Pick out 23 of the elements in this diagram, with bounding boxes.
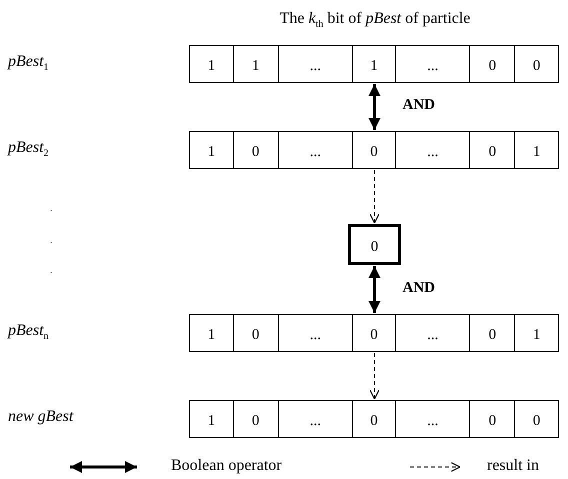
row-label: pBest$_{2}$ bbox=[8, 139, 49, 160]
bit-cell: ... bbox=[278, 132, 354, 168]
bit-string-row bbox=[189, 131, 559, 169]
ellipsis-dot: . bbox=[50, 203, 52, 214]
bit-cell: ... bbox=[278, 46, 354, 82]
bit-string-row bbox=[189, 45, 559, 83]
bit-cell: ... bbox=[278, 315, 354, 351]
double-arrow bbox=[368, 266, 380, 313]
row-label: pBest$_{n}$ bbox=[8, 322, 49, 342]
diagram-title: The k$_{th}$ bit of pBest of particle bbox=[278, 10, 472, 30]
result-bit-box: 0 bbox=[348, 224, 401, 265]
legend-label: result in bbox=[487, 457, 539, 475]
dashed-arrow bbox=[369, 352, 380, 400]
dashed-arrow bbox=[369, 170, 380, 224]
bit-string-row bbox=[189, 314, 559, 352]
legend-label: Boolean operator bbox=[171, 457, 282, 475]
row-label: new gBest bbox=[8, 408, 74, 426]
bit-cell: ... bbox=[278, 401, 354, 437]
double-arrow bbox=[368, 84, 380, 130]
bit-string-row bbox=[189, 400, 559, 438]
ellipsis-dot: . bbox=[50, 265, 52, 276]
ellipsis-dot: . bbox=[50, 235, 52, 246]
row-label: pBest$_{1}$ bbox=[8, 53, 49, 74]
